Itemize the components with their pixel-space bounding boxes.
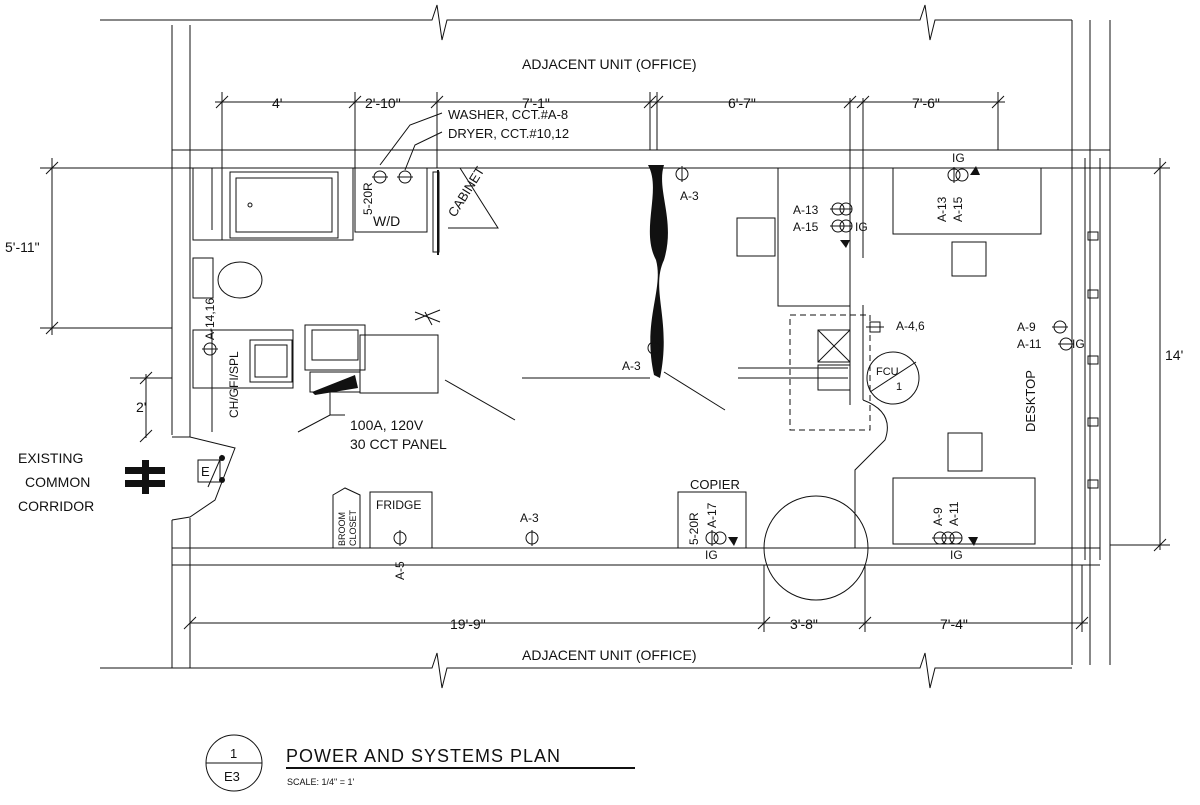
a13-right-label: A-13 — [935, 196, 949, 222]
text-labels: ADJACENT UNIT (OFFICE) ADJACENT UNIT (OF… — [5, 56, 1183, 663]
existing-label: EXISTING — [18, 450, 83, 466]
dim-bottom-19-9: 19'-9" — [450, 616, 486, 632]
a3-mid-label: A-3 — [622, 359, 641, 373]
e-symbol-label: E — [201, 464, 210, 479]
dim-left-5-11: 5'-11" — [5, 239, 40, 255]
sheet-number: E3 — [224, 769, 240, 784]
a3-bottom-label: A-3 — [520, 511, 539, 525]
dim-left-2: 2' — [136, 399, 146, 415]
fcu-number-label: 1 — [896, 381, 902, 393]
dimension-lines — [40, 92, 1170, 632]
laundry-kitchen-area — [192, 167, 516, 421]
outlet-a3-top — [675, 166, 689, 182]
outlet-a11 — [1058, 337, 1074, 351]
panel-line1-label: 100A, 120V — [350, 417, 424, 433]
ig-top-right-label: IG — [952, 151, 965, 165]
a46-label: A-4,6 — [896, 319, 925, 333]
adjacent-unit-bottom-label: ADJACENT UNIT (OFFICE) — [522, 647, 697, 663]
fcu-label: FCU — [876, 366, 899, 378]
a11-bottom-label: A-11 — [947, 501, 961, 526]
a9-bottom-label: A-9 — [931, 507, 945, 526]
dim-right-14: 14' — [1165, 347, 1183, 363]
dim-top-4: 4' — [272, 95, 282, 111]
central-wall — [522, 165, 726, 411]
outlet-a9 — [1052, 320, 1068, 334]
building-outline — [100, 4, 1111, 689]
a1416-label: A-14,16 — [203, 298, 217, 340]
adjacent-unit-top-label: ADJACENT UNIT (OFFICE) — [522, 56, 697, 72]
corridor-label: CORRIDOR — [18, 498, 94, 514]
ig-a11-label: IG — [1072, 337, 1085, 351]
a9-label: A-9 — [1017, 320, 1036, 334]
outlet-a13-right — [947, 167, 969, 183]
dim-top-2-10: 2'-10" — [365, 95, 401, 111]
office-area — [728, 98, 1042, 601]
outlet-a46 — [866, 321, 884, 333]
dim-top-7-6: 7'-6" — [912, 95, 940, 111]
ig-left-label: IG — [855, 220, 868, 234]
closet-label: CLOSET — [348, 509, 358, 546]
washer-label: WASHER, CCT.#A-8 — [448, 107, 568, 122]
a13-left-label: A-13 — [793, 203, 819, 217]
drawing-title: POWER AND SYSTEMS PLAN — [286, 746, 561, 766]
dim-bottom-3-8: 3'-8" — [790, 616, 818, 632]
a5-label: A-5 — [393, 561, 407, 580]
dim-top-6-7: 6'-7" — [728, 95, 756, 111]
outlet-a3-bottom — [525, 530, 539, 546]
outlet-a5 — [393, 530, 407, 546]
dim-top-7-1: 7'-1" — [522, 95, 550, 111]
outlet-a9-a11-bottom — [932, 531, 963, 545]
ig-bottom-right-label: IG — [950, 548, 963, 562]
outlet-copier — [705, 530, 727, 546]
cabinet-label: CABINET — [445, 164, 488, 220]
chgfi-label: CH/GFI/SPL — [227, 351, 241, 418]
a17-label: A-17 — [705, 502, 719, 528]
panel-line2-label: 30 CCT PANEL — [350, 436, 447, 452]
wd-label: W/D — [373, 213, 400, 229]
drawing-scale: SCALE: 1/4" = 1' — [287, 777, 354, 787]
ig-bottom-copier-label: IG — [705, 548, 718, 562]
dim-bottom-7-4: 7'-4" — [940, 616, 968, 632]
broom-label: BROOM — [337, 512, 347, 546]
copier-label: COPIER — [690, 477, 740, 492]
desktop-label: DESKTOP — [1023, 370, 1038, 432]
outlet-5-20r-top — [372, 170, 413, 184]
detail-number: 1 — [230, 746, 237, 761]
outlet-symbols — [202, 166, 1074, 546]
entrance-area — [125, 436, 747, 549]
outlet-a13-left — [830, 202, 853, 216]
title-block: 1 E3 POWER AND SYSTEMS PLAN SCALE: 1/4" … — [205, 734, 635, 792]
common-label: COMMON — [25, 474, 90, 490]
fridge-label: FRIDGE — [376, 498, 421, 512]
r520-bottom-label: 5-20R — [687, 512, 701, 545]
outlet-a3-mid — [647, 340, 661, 356]
a3-top-label: A-3 — [680, 189, 699, 203]
outlet-a1416 — [202, 342, 218, 356]
a15-left-label: A-15 — [793, 220, 819, 234]
dryer-label: DRYER, CCT.#10,12 — [448, 126, 569, 141]
a11-label: A-11 — [1017, 337, 1042, 351]
r520-top-label: 5-20R — [361, 182, 375, 215]
outlet-a15-left — [830, 219, 853, 233]
a15-right-label: A-15 — [951, 196, 965, 222]
